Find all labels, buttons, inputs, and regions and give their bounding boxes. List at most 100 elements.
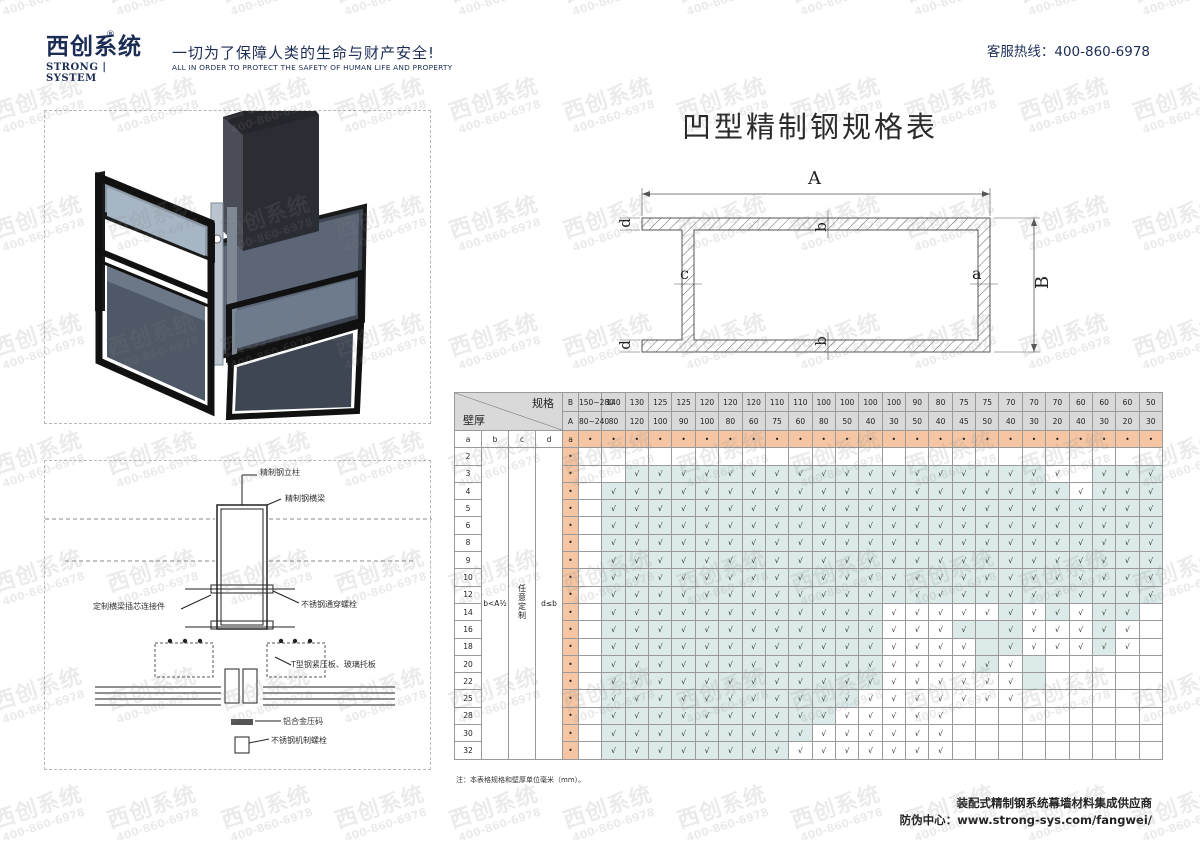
check-cell: √ [834,672,860,691]
check-cell: √ [928,706,953,726]
dim-A: A [808,168,821,189]
empty-cell [951,724,977,743]
render-3d-frame [44,93,431,424]
dot-marker: • [562,481,579,501]
watermark-brand: 西创系统 [446,191,542,244]
page-title: 凹型精制钢规格表 [681,110,938,144]
spec-B-value: 60 [1091,392,1117,412]
check-cell: √ [601,602,626,622]
dot-marker: • [951,429,977,449]
footer-supplier: 装配式精制钢系统幕墙材料集成供应商 [956,796,1153,810]
check-cell: √ [1068,499,1093,518]
watermark-phone: 400-860-6978 [203,0,340,27]
check-cell: √ [905,741,930,760]
empty-cell [881,447,907,466]
check-cell: √ [858,706,883,726]
dot-marker: • [788,429,813,449]
check-cell: √ [1045,637,1070,656]
empty-cell [975,724,1000,743]
check-cell: √ [694,464,720,483]
check-cell: √ [1045,585,1070,604]
check-cell: √ [834,585,860,604]
check-cell: √ [998,672,1023,691]
check-cell: √ [694,706,720,726]
check-cell: √ [951,637,977,656]
check-cell: √ [764,585,790,604]
empty-cell [1045,741,1070,760]
check-cell: √ [881,464,907,483]
check-cell: √ [951,602,977,622]
b-rule: b<A½ [481,447,509,760]
check-cell: √ [601,741,626,760]
watermark-phone: 400-860-6978 [545,0,682,27]
check-cell: √ [834,654,860,674]
empty-cell [577,689,603,708]
check-cell: √ [834,620,860,639]
check-cell: √ [1091,481,1117,501]
spec-A-value: 50 [834,411,860,431]
check-cell: √ [881,689,907,708]
check-cell: √ [811,689,836,708]
check-cell: √ [975,654,1000,674]
empty-cell [1021,654,1047,674]
corner-thickness-label: 壁厚 [463,414,485,427]
empty-cell [1045,706,1070,726]
check-cell: √ [694,637,720,656]
check-cell: √ [624,620,650,639]
dot-marker: • [1115,429,1140,449]
check-cell: √ [624,551,650,570]
watermark-brand: 西创系统 [1130,73,1200,126]
check-cell: √ [905,637,930,656]
check-cell: √ [694,551,720,570]
thickness-row: 14•√√√√√√√√√√√√√√√√√√√√√√√ [454,602,1163,622]
check-cell: √ [741,741,766,760]
watermark-brand: 西创系统 [0,0,108,15]
check-cell: √ [881,533,907,553]
check-cell: √ [671,551,696,570]
check-cell: √ [741,499,766,518]
check-cell: √ [1091,620,1117,639]
check-cell: √ [975,464,1000,483]
watermark-phone: 400-860-6978 [0,0,112,27]
check-cell: √ [975,481,1000,501]
empty-cell [694,447,720,466]
empty-cell [975,620,1000,639]
check-cell: √ [834,706,860,726]
check-cell: √ [1068,481,1093,501]
column-label: b [481,429,509,449]
check-cell: √ [928,481,953,501]
check-cell: √ [741,637,766,656]
watermark-phone: 400-860-6978 [773,0,910,27]
watermark-brand: 西创系统 [310,0,451,15]
dot-marker: • [624,429,650,449]
check-cell: √ [1091,637,1117,656]
watermark-phone: 400-860-6978 [684,805,771,845]
check-cell: √ [951,464,977,483]
check-cell: √ [624,533,650,553]
corner-spec-label: 规格 [532,397,554,410]
empty-cell [1091,706,1117,726]
dot-marker: • [741,429,766,449]
watermark-phone: 400-860-6978 [317,0,454,27]
empty-cell [577,499,603,518]
empty-cell [998,741,1023,760]
empty-cell [834,447,860,466]
check-cell: √ [834,551,860,570]
watermark-brand: 西创系统 [218,781,314,834]
spec-B-value: 60 [1115,392,1140,412]
spec-B-value: 120 [741,392,766,412]
spec-B-value: 125 [648,392,673,412]
empty-cell [1091,689,1117,708]
dot-marker: • [1068,429,1093,449]
dot-marker: • [562,585,579,604]
check-cell: √ [671,481,696,501]
check-cell: √ [834,464,860,483]
check-cell: √ [928,551,953,570]
empty-cell [1138,654,1163,674]
check-cell: √ [648,620,673,639]
empty-cell [1091,724,1117,743]
empty-cell [764,447,790,466]
